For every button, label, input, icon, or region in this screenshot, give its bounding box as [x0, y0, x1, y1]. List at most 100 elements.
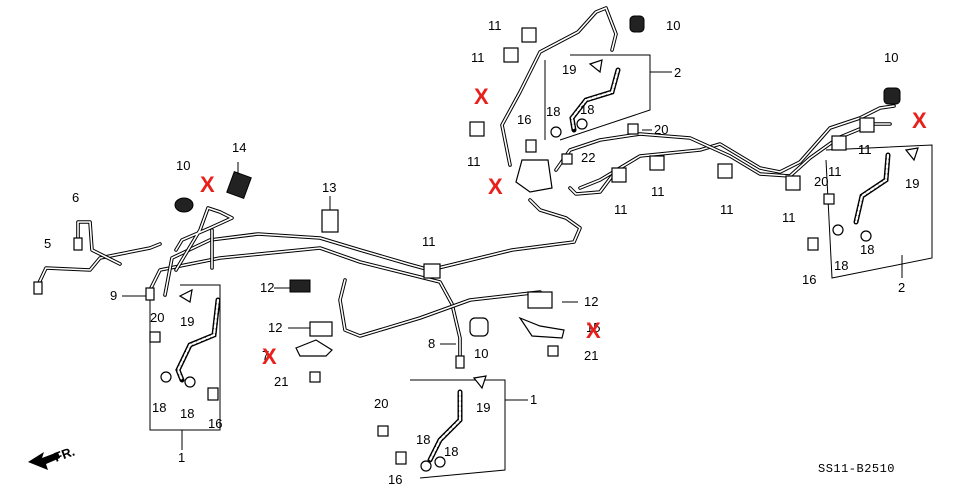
leader-lines — [122, 71, 903, 450]
bleeder-20-a — [149, 331, 161, 343]
washer-18-d — [576, 118, 588, 130]
grommet-10-top — [629, 15, 645, 33]
clip-11-b — [503, 47, 519, 63]
label-1: 1 — [530, 392, 537, 407]
label-21: 21 — [584, 348, 598, 363]
proportioning-valve — [515, 159, 553, 193]
label-10: 10 — [176, 158, 190, 173]
label-19: 19 — [476, 400, 490, 415]
x-mark: X — [262, 344, 277, 369]
label-16: 16 — [517, 112, 531, 127]
label-11: 11 — [858, 142, 872, 157]
clamp-12-b — [309, 321, 333, 337]
label-19: 19 — [562, 62, 576, 77]
label-7: 7 — [262, 348, 269, 363]
label-10: 10 — [884, 50, 898, 65]
x-mark: X — [586, 318, 601, 343]
parts — [33, 15, 919, 472]
label-11: 11 — [467, 154, 481, 169]
label-10: 10 — [666, 18, 680, 33]
clip-11-j — [423, 263, 441, 279]
label-18: 18 — [180, 406, 194, 421]
bolt-21-a — [309, 371, 321, 383]
callout-boxes — [149, 54, 933, 479]
label-15: 15 — [586, 320, 600, 335]
clip-19-a — [178, 288, 193, 303]
label-8: 8 — [428, 336, 435, 351]
grommet-10-left — [174, 197, 194, 213]
x-mark: X — [488, 174, 503, 199]
clip-11-d — [611, 167, 627, 183]
label-10: 10 — [474, 346, 488, 361]
clip-14 — [226, 170, 252, 200]
washer-18-b — [184, 376, 196, 388]
washer-18-c — [550, 126, 562, 138]
label-6: 6 — [72, 190, 79, 205]
label-20: 20 — [150, 310, 164, 325]
clip-11-a — [521, 27, 537, 43]
label-22: 22 — [581, 150, 595, 165]
label-18: 18 — [860, 242, 874, 257]
bolt-16-d — [395, 451, 407, 465]
label-2: 2 — [674, 65, 681, 80]
label-12: 12 — [268, 320, 282, 335]
label-1: 1 — [178, 450, 185, 465]
clip-13 — [321, 209, 339, 233]
washer-18-a — [160, 371, 172, 383]
label-20: 20 — [814, 174, 828, 189]
washer-18-e — [832, 224, 844, 236]
bolt-16-c — [807, 237, 819, 251]
bolt-21-b — [547, 345, 559, 357]
fitting-8 — [455, 355, 465, 369]
label-11: 11 — [471, 50, 485, 65]
label-11: 11 — [614, 202, 628, 217]
brake-pipes — [36, 6, 896, 362]
label-18: 18 — [416, 432, 430, 447]
label-11: 11 — [858, 142, 872, 157]
x-mark: X — [200, 172, 215, 197]
clip-11-i — [859, 117, 875, 133]
label-2: 2 — [898, 280, 905, 295]
label-13: 13 — [322, 180, 336, 195]
label-16: 16 — [208, 416, 222, 431]
bolt-16-a — [207, 387, 219, 401]
diagram-code: SS11-B2510 — [818, 462, 895, 476]
label-11: 11 — [422, 234, 436, 249]
fitting-6 — [73, 237, 83, 251]
front-direction-indicator: FR. — [28, 444, 77, 470]
label-20: 20 — [654, 122, 668, 137]
x-mark: X — [912, 108, 927, 133]
label-9: 9 — [110, 288, 117, 303]
clip-19-c — [904, 147, 919, 162]
clamp-12-a — [289, 279, 311, 293]
clamp-12-c — [527, 291, 553, 309]
front-label: FR. — [52, 444, 77, 465]
label-5: 5 — [44, 236, 51, 251]
clip-19-d — [472, 375, 487, 390]
label-11: 11 — [488, 18, 502, 33]
bleeder-20-d — [377, 425, 389, 437]
label-16: 16 — [388, 472, 402, 487]
part-labels: 11 10 11 19 2 18 18 16 20 11 22 11 11 11… — [44, 18, 919, 487]
label-14: 14 — [232, 140, 246, 155]
label-19: 19 — [180, 314, 194, 329]
label-11: 11 — [828, 164, 842, 179]
bleeder-20-b — [627, 123, 639, 135]
washer-18-f — [860, 230, 872, 242]
label-18: 18 — [546, 104, 560, 119]
label-18: 18 — [152, 400, 166, 415]
clip-11-g — [785, 175, 801, 191]
bracket-15 — [518, 316, 565, 339]
label-11: 11 — [782, 210, 796, 225]
brake-hoses — [175, 67, 891, 463]
label-18: 18 — [444, 444, 458, 459]
label-11: 11 — [651, 184, 665, 199]
label-18: 18 — [834, 258, 848, 273]
x-marks: X X X X X X — [200, 84, 927, 369]
bolt-16-b — [525, 139, 537, 153]
grommet-10-mid — [469, 317, 489, 337]
washer-18-h — [434, 456, 446, 468]
label-12: 12 — [260, 280, 274, 295]
